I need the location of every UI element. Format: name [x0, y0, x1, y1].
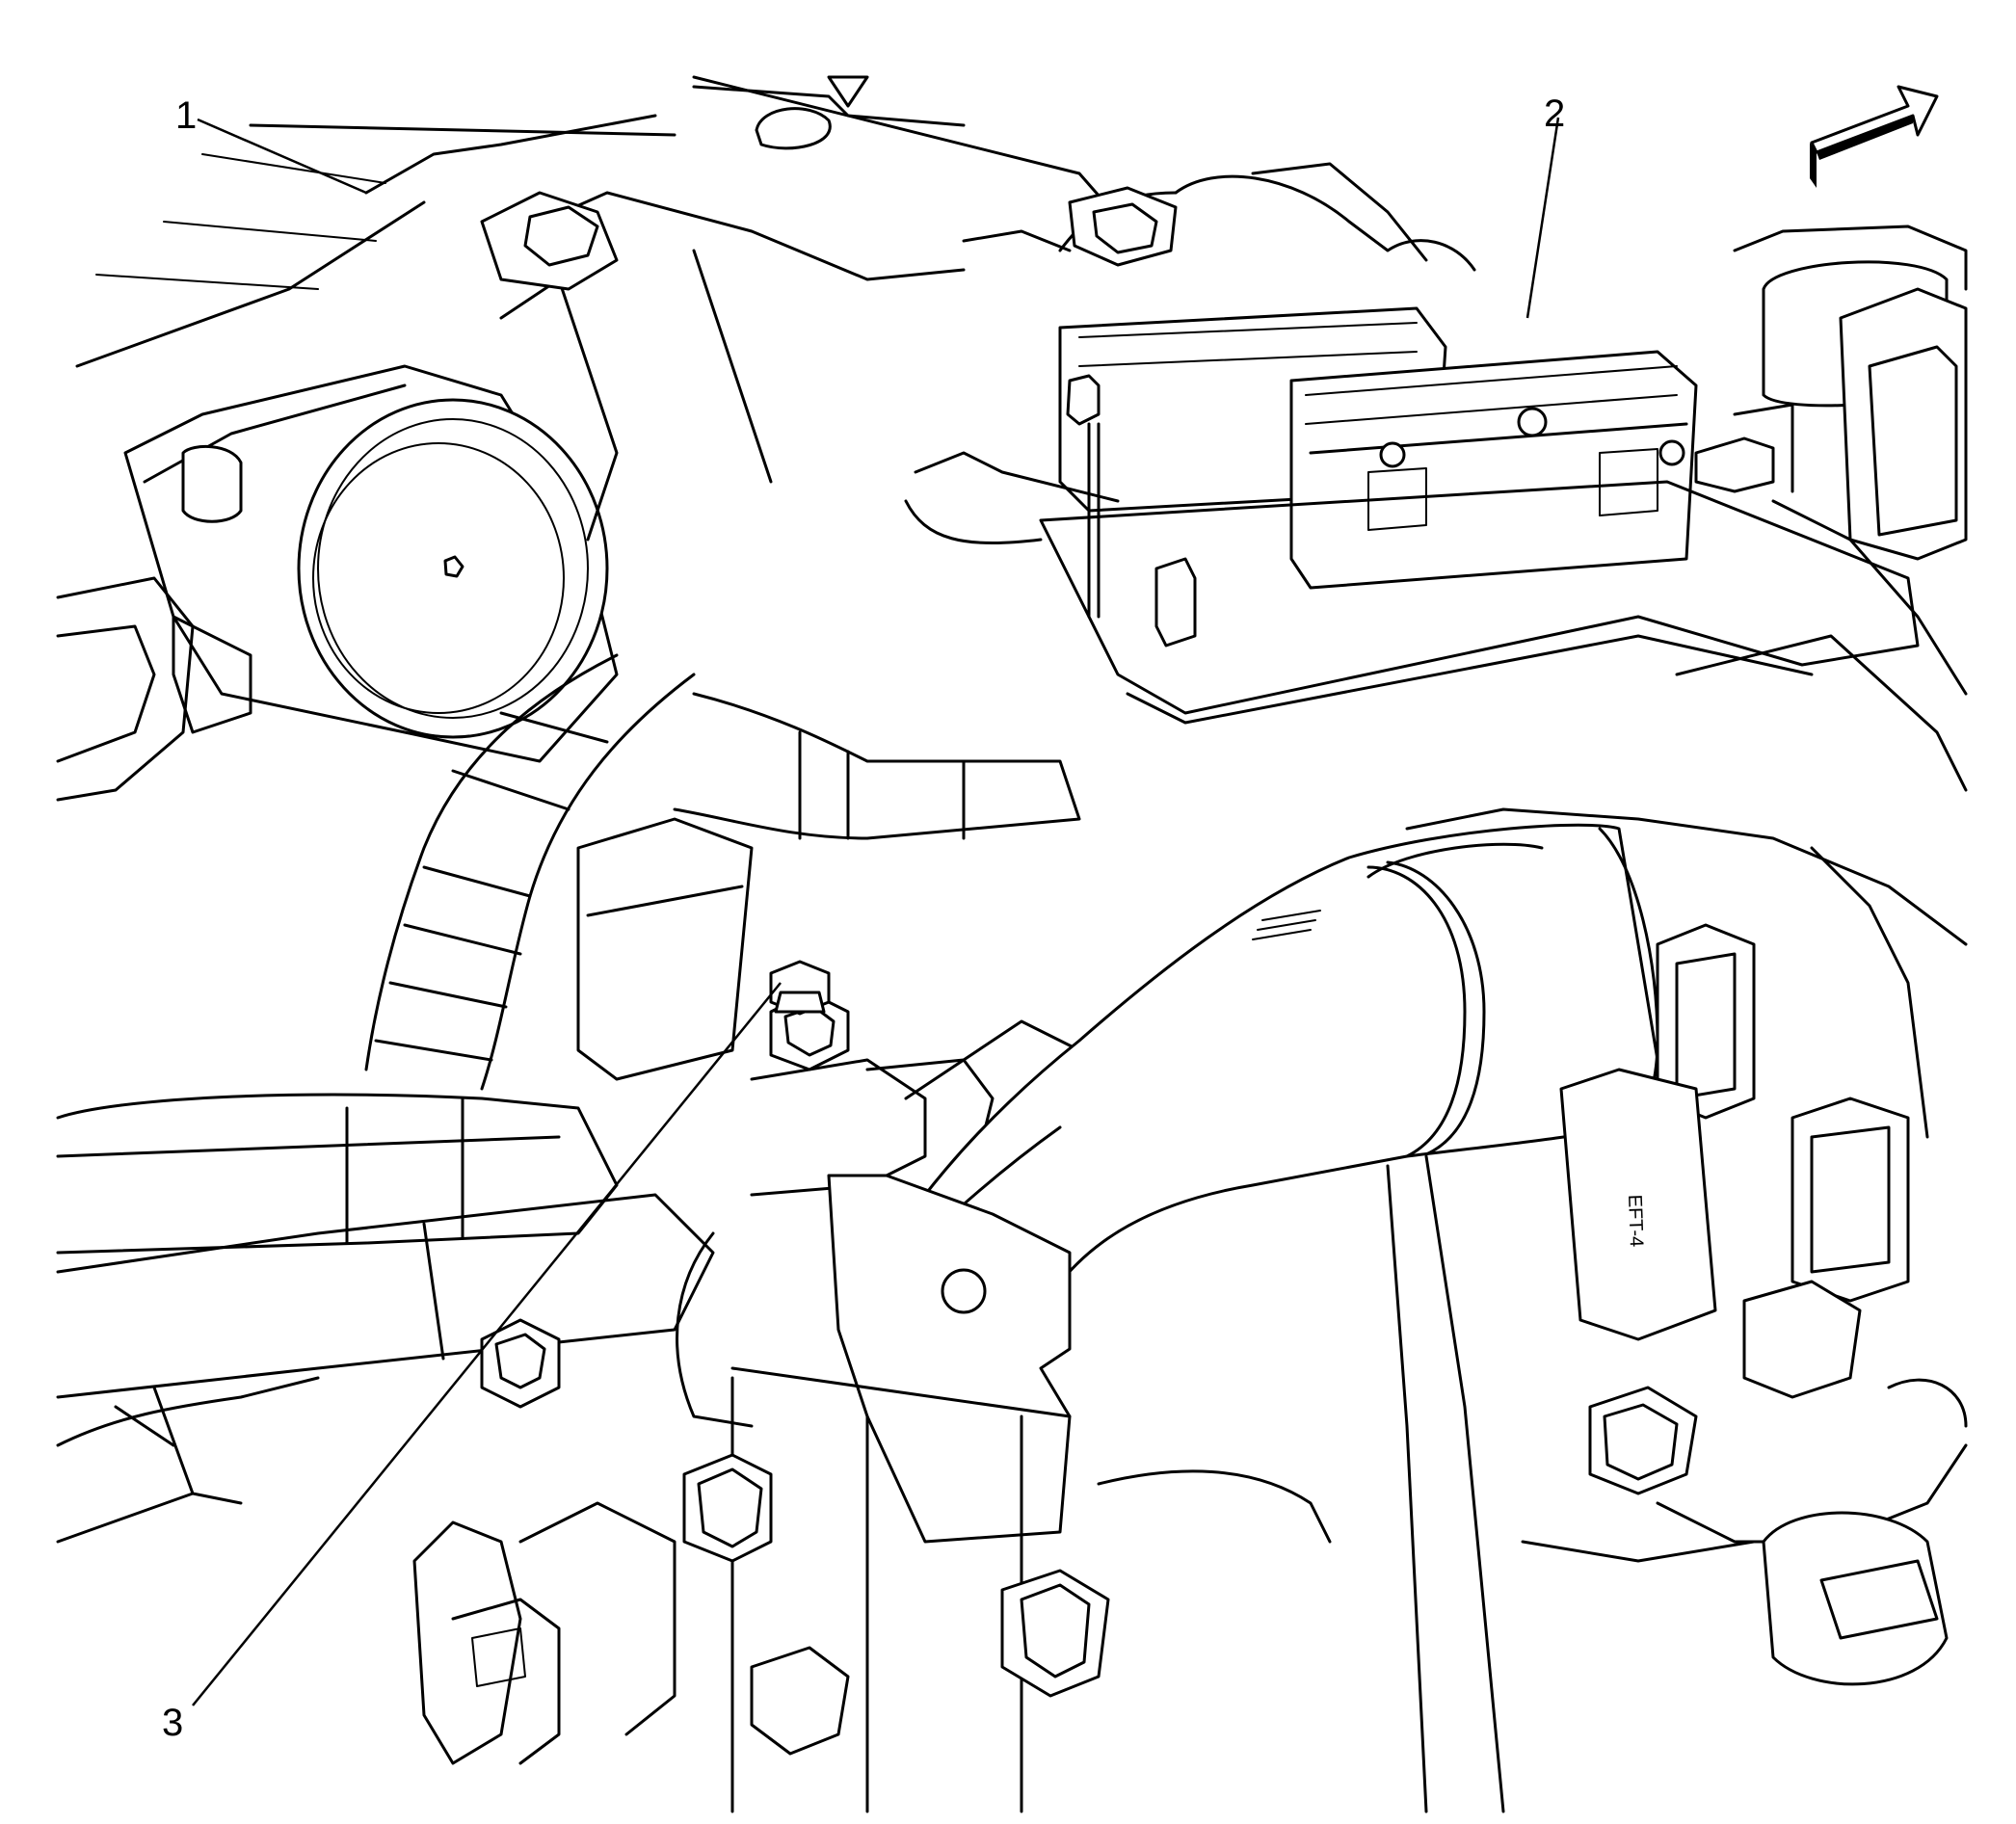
control-module [904, 306, 1920, 725]
part-marking-text: EFT-4 [1624, 1194, 1647, 1247]
leader-1 [197, 118, 367, 195]
lower-mount [676, 1174, 1332, 1813]
sensor-bolt [769, 960, 831, 1016]
callout-1: 1 [175, 94, 198, 137]
engine-cover [75, 75, 1149, 368]
lower-left-bolts [480, 1318, 1110, 1756]
intake-tube [480, 191, 1178, 542]
upper-bracket [1068, 162, 1476, 272]
leader-3 [192, 982, 782, 1706]
right-components [1675, 225, 1968, 792]
callout-leaders [192, 117, 1560, 1706]
right-lower-components: EFT-4 [1366, 807, 1968, 1813]
callout-3: 3 [162, 1702, 184, 1744]
wiring-harness [56, 653, 1081, 1544]
leader-2 [1525, 117, 1560, 319]
front-direction-arrow-icon [1810, 85, 1939, 188]
lower-left-connector [412, 1501, 676, 1765]
throttle-body [56, 364, 619, 802]
callout-2: 2 [1544, 93, 1566, 135]
